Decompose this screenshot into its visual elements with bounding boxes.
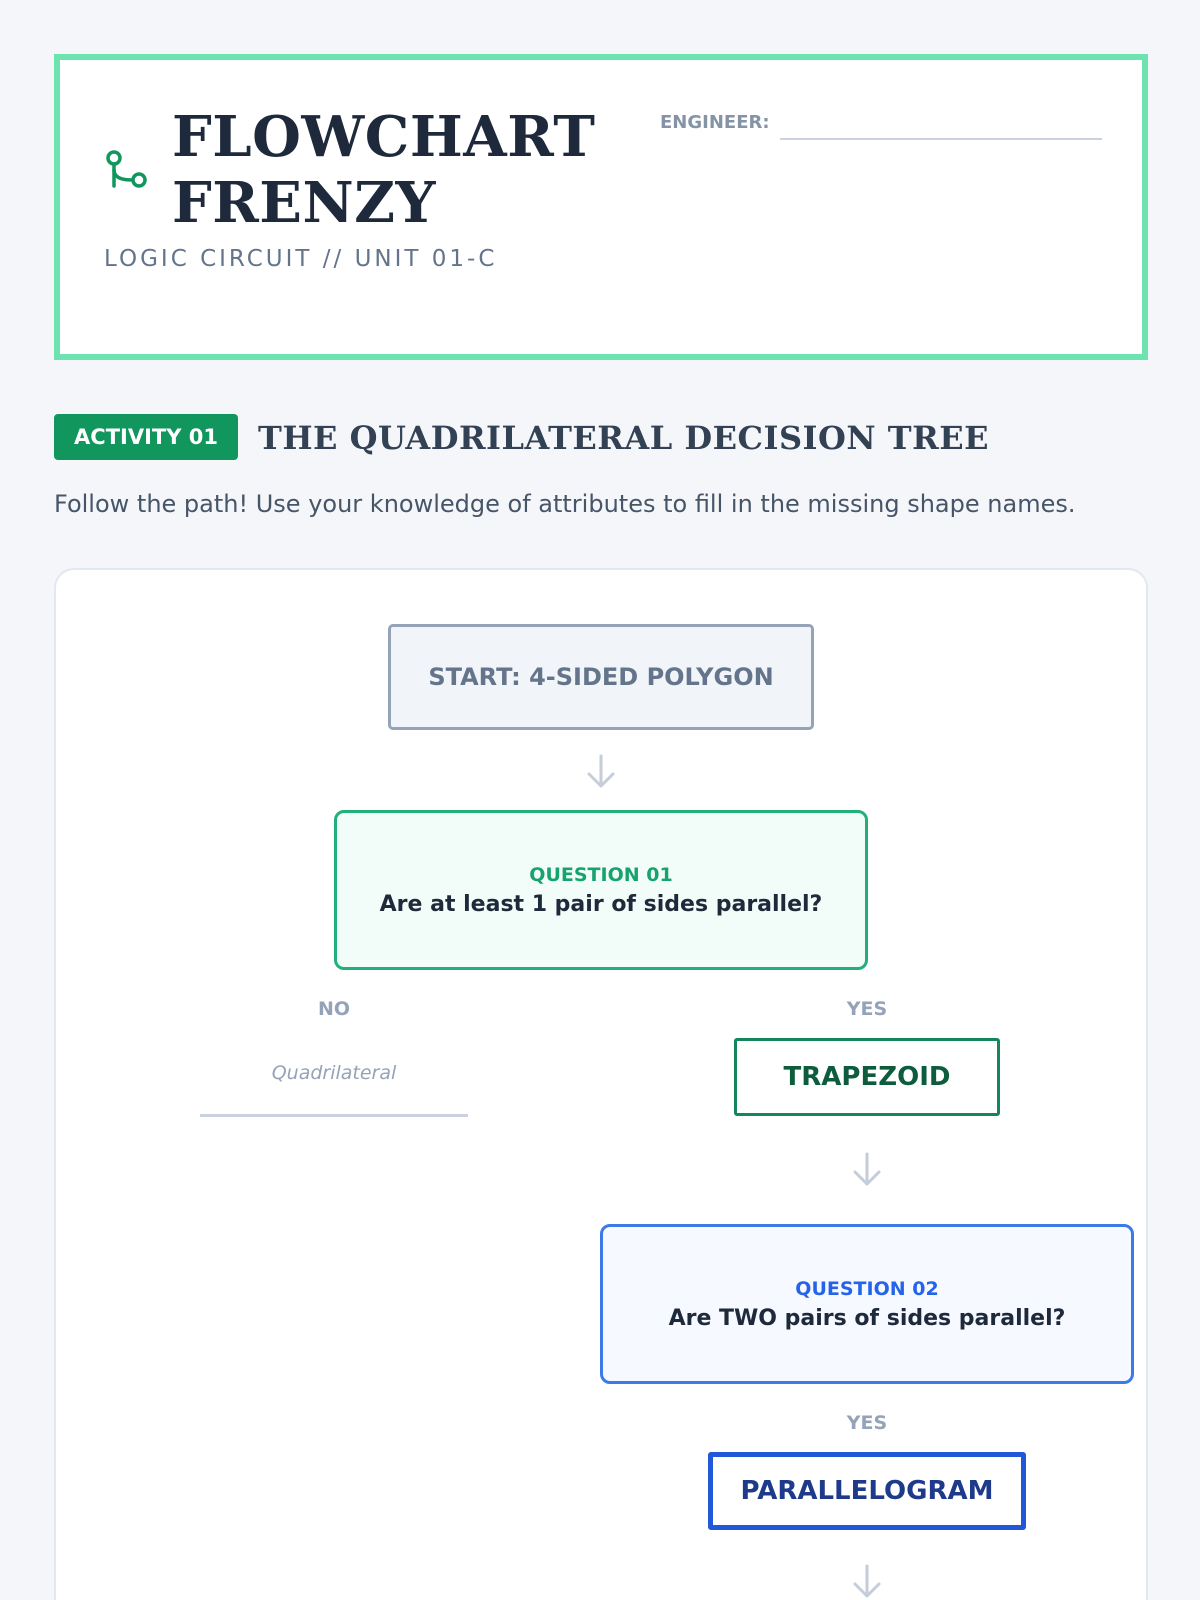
q1-no-label: NO bbox=[317, 998, 351, 1020]
engineer-name-field[interactable] bbox=[780, 138, 1102, 140]
header-card: FLOWCHART FRENZY LOGIC CIRCUIT // UNIT 0… bbox=[54, 54, 1148, 360]
activity-title: THE QUADRILATERAL DECISION TREE bbox=[258, 419, 989, 457]
q1-no-answer-placeholder: Quadrilateral bbox=[271, 1062, 397, 1084]
question-1-text: Are at least 1 pair of sides parallel? bbox=[379, 891, 823, 917]
q2-yes-label: YES bbox=[846, 1412, 888, 1434]
arrow-down-icon bbox=[853, 1564, 881, 1598]
question-1-label: QUESTION 01 bbox=[529, 863, 673, 886]
arrow-down-icon bbox=[853, 1152, 881, 1186]
title-line-2: FRENZY bbox=[172, 170, 437, 236]
page-title: FLOWCHART FRENZY bbox=[172, 104, 595, 236]
question-2-label: QUESTION 02 bbox=[795, 1277, 939, 1300]
branch-icon bbox=[106, 150, 147, 188]
question-2-text: Are TWO pairs of sides parallel? bbox=[668, 1305, 1066, 1331]
parallelogram-answer-node: PARALLELOGRAM bbox=[708, 1452, 1026, 1530]
title-line-1: FLOWCHART bbox=[172, 104, 596, 170]
question-1-node: QUESTION 01 Are at least 1 pair of sides… bbox=[334, 810, 868, 970]
activity-instructions: Follow the path! Use your knowledge of a… bbox=[54, 490, 1076, 518]
engineer-label: ENGINEER: bbox=[660, 112, 770, 133]
activity-badge: ACTIVITY 01 bbox=[54, 414, 238, 460]
arrow-down-icon bbox=[587, 754, 615, 788]
trapezoid-answer-node: TRAPEZOID bbox=[734, 1038, 1000, 1116]
q1-yes-label: YES bbox=[846, 998, 888, 1020]
q1-no-answer-field[interactable] bbox=[200, 1114, 468, 1117]
question-2-node: QUESTION 02 Are TWO pairs of sides paral… bbox=[600, 1224, 1134, 1384]
start-node: START: 4-SIDED POLYGON bbox=[388, 624, 814, 730]
page-subtitle: LOGIC CIRCUIT // UNIT 01-C bbox=[104, 246, 498, 272]
